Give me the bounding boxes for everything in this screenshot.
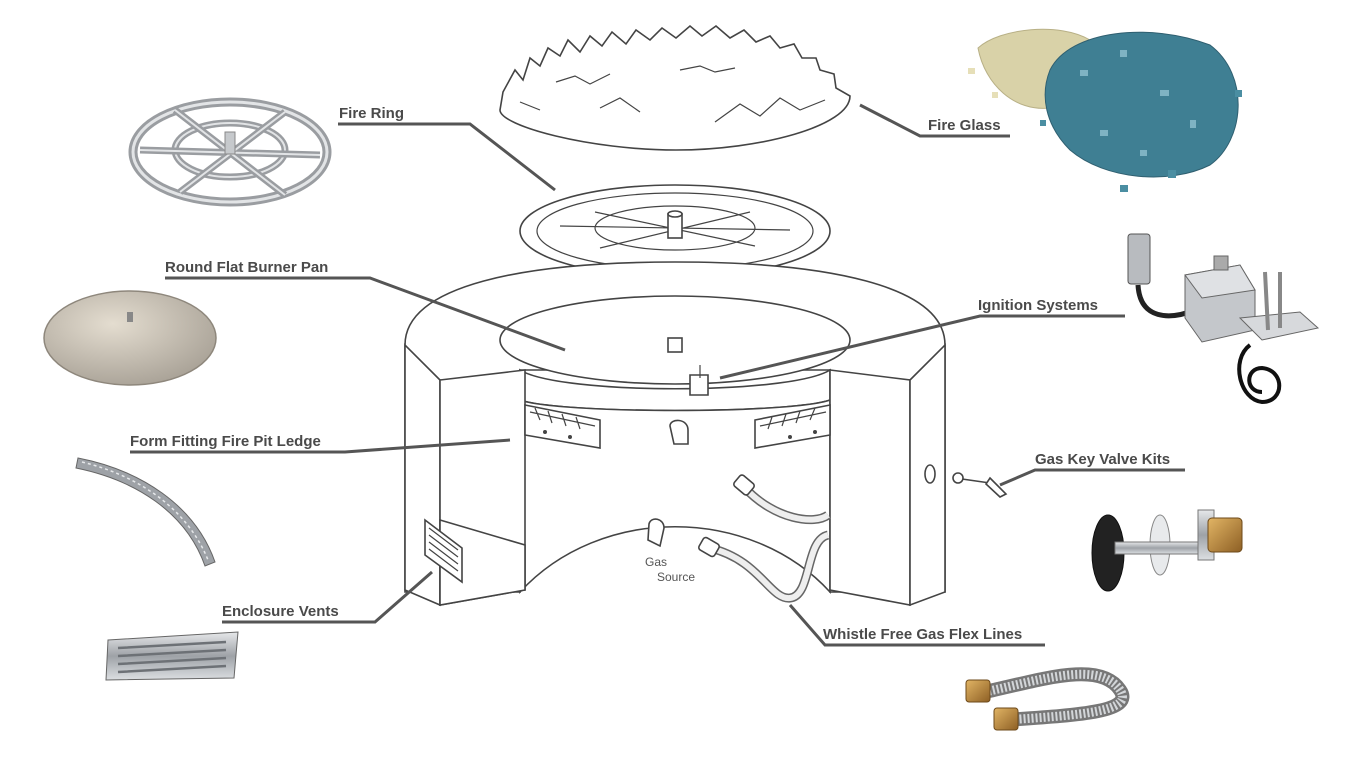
burner-pan-product-image [43,290,217,386]
flex-lines-product-image [965,667,1130,731]
fire-ring-outline [519,184,831,278]
fire-glass-product-image [968,28,1242,192]
ledge-product-image [75,457,216,567]
ignition-system-product-image [1127,233,1320,405]
gas-key-valve-product-image [1091,509,1243,592]
label-round-flat-burner-pan: Round Flat Burner Pan [165,259,328,276]
leader-lines [130,103,1185,647]
label-gas-key-valve-kits: Gas Key Valve Kits [1035,451,1170,468]
gas-source-label-line1: Gas [645,555,667,569]
fire-ring-product-image [128,97,332,207]
label-fire-ring: Fire Ring [339,105,404,122]
vent-product-image [105,631,239,681]
label-whistle-free-gas-flex-lines: Whistle Free Gas Flex Lines [823,626,1022,643]
label-enclosure-vents: Enclosure Vents [222,603,339,620]
label-form-fitting-fire-pit-ledge: Form Fitting Fire Pit Ledge [130,433,321,450]
gas-source-label-line2: Source [657,570,695,584]
label-fire-glass: Fire Glass [928,117,1001,134]
fire-glass-outline [499,24,851,151]
fire-pit-enclosure: Gas Source [404,261,1008,607]
label-ignition-systems: Ignition Systems [978,297,1098,314]
